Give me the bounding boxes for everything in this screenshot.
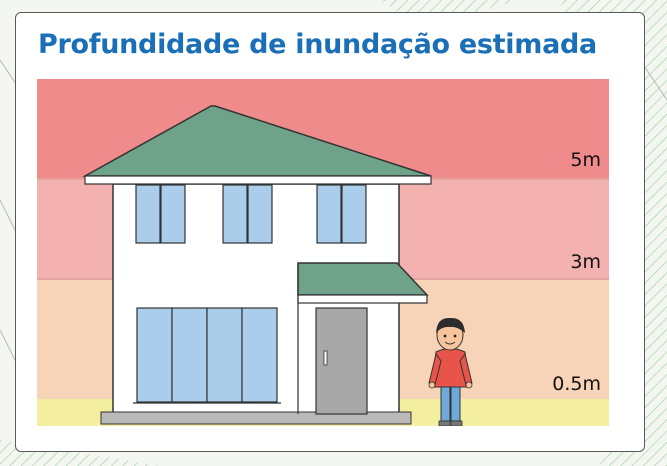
lower-windows	[136, 307, 278, 403]
house-illustration	[82, 105, 473, 426]
person-figure	[428, 317, 473, 426]
level-label-5m: 5m	[570, 149, 601, 171]
flood-scene: 5m 3m 0.5m	[37, 79, 609, 426]
diagram-title: Profundidade de inundação estimada	[38, 29, 597, 60]
level-label-3m: 3m	[570, 251, 601, 273]
upper-windows	[135, 184, 367, 244]
level-label-05m: 0.5m	[552, 373, 601, 395]
